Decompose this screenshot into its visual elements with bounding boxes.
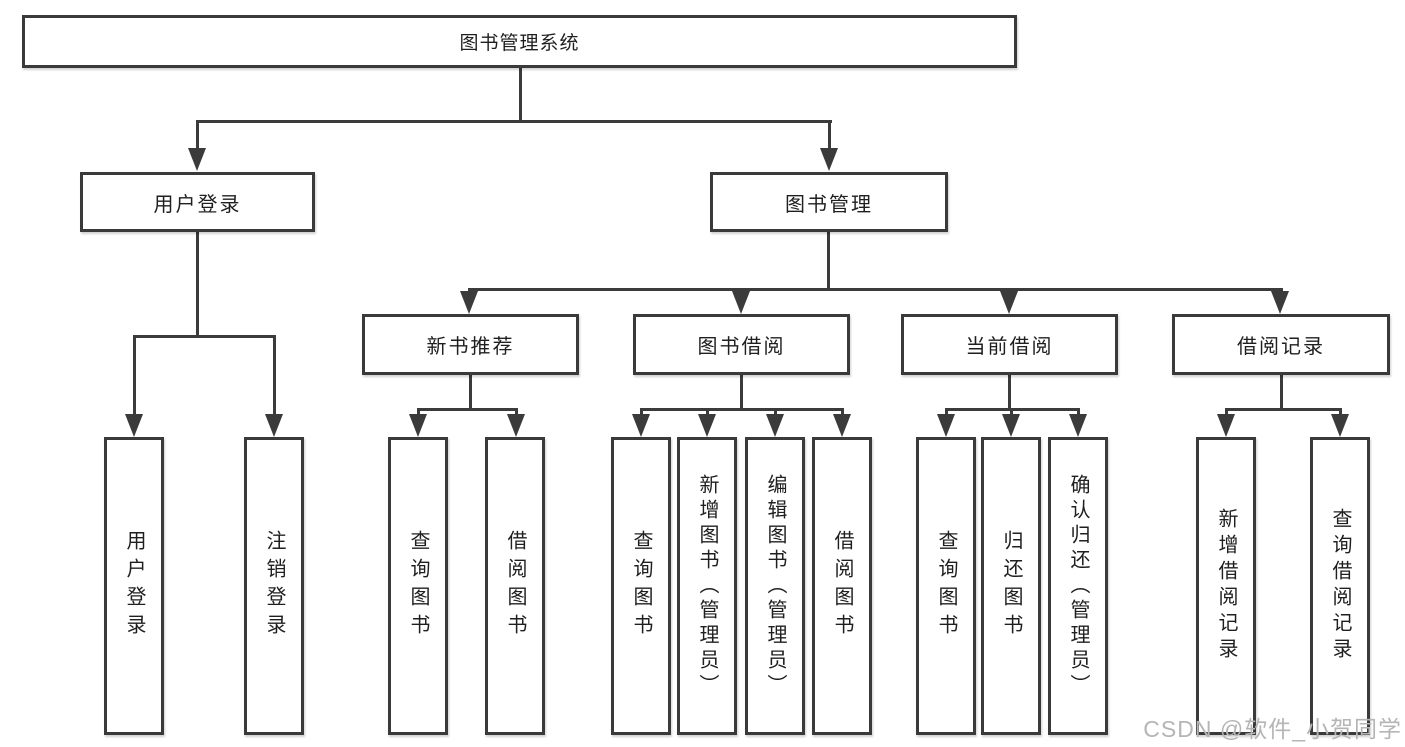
leaf-query-books-3: 查询图书 — [916, 437, 976, 735]
leaf-add-book-admin: 新增图书（管理员） — [677, 437, 737, 735]
arrowhead-borrow1-icon — [507, 414, 525, 437]
connector-drop-add-record — [1225, 408, 1228, 417]
arrowhead-book-borrow-icon — [732, 291, 750, 314]
leaf-borrow-books-2: 借阅图书 — [812, 437, 872, 735]
connector-bookmgmt-branch — [468, 288, 1283, 291]
leaf-edit-book-admin: 编辑图书（管理员） — [745, 437, 805, 735]
node-book-borrow: 图书借阅 — [633, 314, 850, 375]
connector-root-stub — [519, 68, 522, 120]
connector-bookborrow-branch — [640, 408, 843, 411]
connector-root-branch — [196, 120, 832, 123]
node-book-management: 图书管理 — [710, 172, 948, 232]
connector-userlogin-branch — [133, 335, 275, 338]
connector-drop-query3 — [945, 408, 948, 417]
node-user-login: 用户登录 — [80, 172, 315, 232]
connector-drop-return — [1010, 408, 1013, 417]
arrowhead-leaf-logout-icon — [265, 414, 283, 437]
connector-drop-edit-book — [774, 408, 777, 417]
node-current-borrow: 当前借阅 — [901, 314, 1118, 375]
leaf-borrow-books-1: 借阅图书 — [485, 437, 545, 735]
connector-drop-query-record — [1339, 408, 1342, 417]
arrowhead-query2-icon — [632, 414, 650, 437]
connector-borrowrecord-stub — [1280, 375, 1283, 408]
csdn-watermark: CSDN @软件_小贺同学 — [1143, 716, 1402, 742]
leaf-query-borrow-record: 查询借阅记录 — [1310, 437, 1370, 735]
connector-drop-confirm-return — [1077, 408, 1080, 417]
leaf-add-borrow-record: 新增借阅记录 — [1196, 437, 1256, 735]
connector-drop-book-mgmt — [828, 120, 831, 150]
connector-newbook-stub — [469, 375, 472, 408]
arrowhead-current-borrow-icon — [1000, 291, 1018, 314]
connector-bookmgmt-stub — [827, 232, 830, 288]
arrowhead-leaf-login-icon — [125, 414, 143, 437]
arrowhead-query-record-icon — [1331, 414, 1349, 437]
connector-newbook-branch — [417, 408, 517, 411]
node-new-book-recommend: 新书推荐 — [362, 314, 579, 375]
connector-bookborrow-stub — [740, 375, 743, 408]
connector-drop-leaf-login — [133, 335, 136, 417]
arrowhead-user-login-icon — [188, 148, 206, 171]
leaf-user-login: 用户登录 — [104, 437, 164, 735]
connector-drop-borrow2 — [841, 408, 844, 417]
node-library-system: 图书管理系统 — [22, 15, 1017, 68]
connector-drop-add-book — [706, 408, 709, 417]
connector-drop-query1 — [417, 408, 420, 417]
arrowhead-confirm-return-icon — [1069, 414, 1087, 437]
leaf-query-books-1: 查询图书 — [388, 437, 448, 735]
leaf-query-books-2: 查询图书 — [611, 437, 671, 735]
node-borrow-records: 借阅记录 — [1172, 314, 1390, 375]
arrowhead-query3-icon — [937, 414, 955, 437]
arrowhead-add-book-icon — [698, 414, 716, 437]
connector-drop-user-login — [196, 120, 199, 150]
arrowhead-book-mgmt-icon — [820, 148, 838, 171]
leaf-logout: 注销登录 — [244, 437, 304, 735]
leaf-return-books: 归还图书 — [981, 437, 1041, 735]
arrowhead-add-record-icon — [1217, 414, 1235, 437]
arrowhead-edit-book-icon — [766, 414, 784, 437]
leaf-confirm-return-admin: 确认归还（管理员） — [1048, 437, 1108, 735]
connector-drop-query2 — [640, 408, 643, 417]
connector-userlogin-stub — [196, 232, 199, 335]
connector-drop-leaf-logout — [273, 335, 276, 417]
arrowhead-new-book-icon — [460, 291, 478, 314]
arrowhead-return-icon — [1002, 414, 1020, 437]
connector-currentborrow-stub — [1008, 375, 1011, 408]
connector-drop-borrow1 — [515, 408, 518, 417]
connector-borrowrecord-branch — [1225, 408, 1341, 411]
arrowhead-borrow2-icon — [833, 414, 851, 437]
arrowhead-query1-icon — [409, 414, 427, 437]
arrowhead-borrow-record-icon — [1271, 291, 1289, 314]
